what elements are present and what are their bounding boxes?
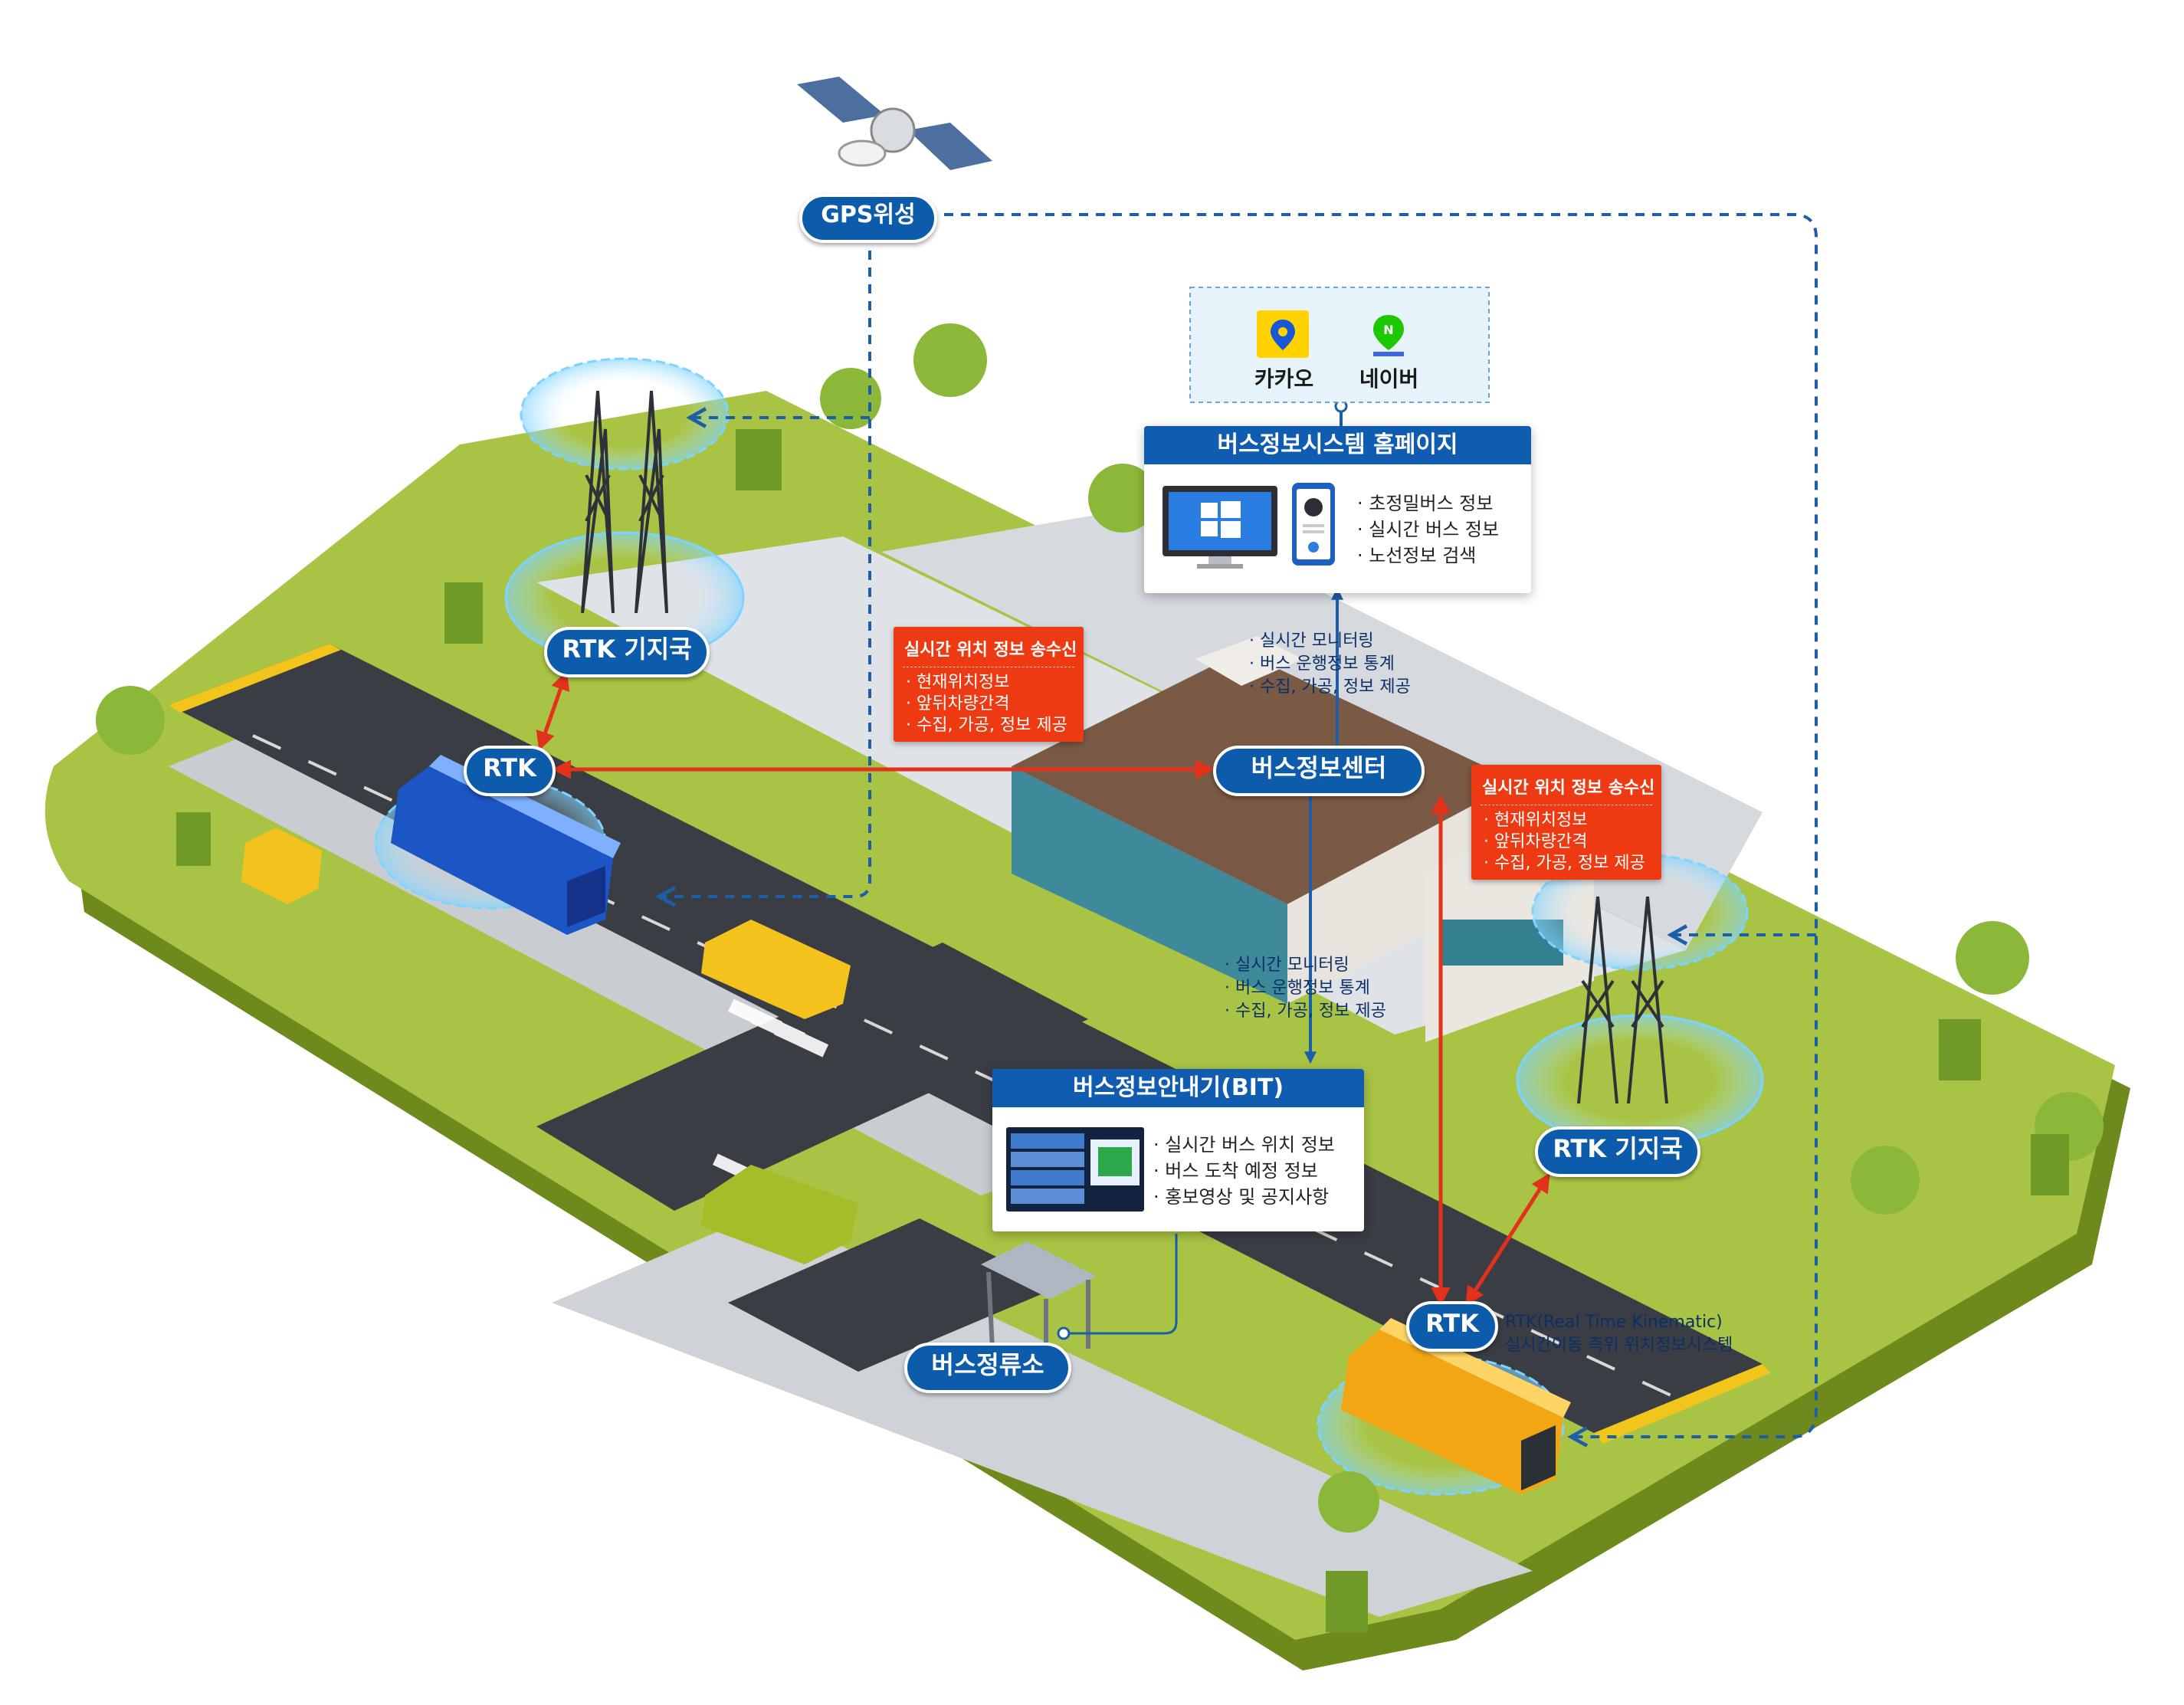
realtime-info-left: 실시간 위치 정보 송수신 현재위치정보 앞뒤차량간격 수집, 가공, 정보 제… — [894, 627, 1084, 742]
homepage-features: 초정밀버스 정보 실시간 버스 정보 노선정보 검색 — [1357, 490, 1499, 569]
svg-text:N: N — [1383, 323, 1393, 337]
bit-feature: 홍보영상 및 공지사항 — [1153, 1184, 1335, 1210]
homepage-feature: 노선정보 검색 — [1357, 543, 1499, 569]
flow-note-item: 실시간 모니터링 — [1249, 630, 1411, 653]
bit-title: 버스정보안내기(BIT) — [992, 1069, 1364, 1107]
kakao-map-icon[interactable] — [1257, 310, 1309, 358]
realtime-info-item: 수집, 가공, 정보 제공 — [894, 715, 1084, 736]
gps-satellite — [797, 77, 992, 170]
flow-note-item: 버스 운행정보 통계 — [1225, 977, 1386, 1000]
center-to-homepage-note: 실시간 모니터링 버스 운행정보 통계 수집, 가공, 정보 제공 — [1249, 630, 1411, 699]
bit-feature: 버스 도착 예정 정보 — [1153, 1158, 1335, 1184]
flow-note-item: 수집, 가공, 정보 제공 — [1225, 1000, 1386, 1023]
smartphone-icon — [1290, 481, 1336, 567]
bit-card: 버스정보안내기(BIT) 실시간 버스 위치 정보 버스 도착 예정 정보 홍보… — [992, 1069, 1364, 1231]
gps-signal-lines — [659, 213, 1818, 1437]
realtime-info-item: 현재위치정보 — [1471, 810, 1661, 831]
flow-note-item: 실시간 모니터링 — [1225, 954, 1386, 977]
realtime-info-item: 현재위치정보 — [894, 672, 1084, 693]
rtk-bus-yellow-label: RTK — [1406, 1301, 1498, 1352]
realtime-info-item: 앞뒤차량간격 — [1471, 831, 1661, 853]
naver-label[interactable]: 네이버 — [1359, 366, 1419, 392]
rtk-definition-line2: 실시간이동 측위 위치정보시스템 — [1505, 1336, 1733, 1355]
flow-note-item: 수집, 가공, 정보 제공 — [1249, 676, 1411, 699]
realtime-info-item: 앞뒤차량간격 — [894, 693, 1084, 715]
flow-note-item: 버스 운행정보 통계 — [1249, 653, 1411, 676]
rtk-link-arrows — [536, 671, 1550, 1307]
bus-info-center-label: 버스정보센터 — [1213, 746, 1425, 796]
monitor-icon — [1163, 486, 1277, 569]
bit-features: 실시간 버스 위치 정보 버스 도착 예정 정보 홍보영상 및 공지사항 — [1153, 1132, 1335, 1210]
rtk-station-right-label: RTK 기지국 — [1535, 1126, 1700, 1177]
trees — [96, 323, 2104, 1632]
app-links-frame — [1189, 287, 1490, 403]
realtime-info-right: 실시간 위치 정보 송수신 현재위치정보 앞뒤차량간격 수집, 가공, 정보 제… — [1471, 765, 1661, 880]
vehicles — [241, 828, 858, 1264]
realtime-info-item: 수집, 가공, 정보 제공 — [1471, 853, 1661, 874]
realtime-info-title: 실시간 위치 정보 송수신 — [1481, 765, 1654, 805]
homepage-card: 버스정보시스템 홈페이지 초정밀버스 정보 실시간 버스 정보 노선정보 검색 — [1144, 426, 1531, 593]
gps-satellite-label: GPS위성 — [799, 194, 937, 243]
bit-display-icon — [1006, 1127, 1144, 1212]
homepage-feature: 초정밀버스 정보 — [1357, 490, 1499, 516]
homepage-feature: 실시간 버스 정보 — [1357, 516, 1499, 543]
rtk-definition-line1: RTK(Real Time Kinematic) — [1505, 1313, 1723, 1332]
center-to-bit-note: 실시간 모니터링 버스 운행정보 통계 수집, 가공, 정보 제공 — [1225, 954, 1386, 1023]
naver-map-icon[interactable]: N — [1363, 310, 1415, 358]
homepage-title: 버스정보시스템 홈페이지 — [1144, 426, 1531, 464]
bit-feature: 실시간 버스 위치 정보 — [1153, 1132, 1335, 1158]
rtk-station-left-label: RTK 기지국 — [544, 627, 710, 677]
kakao-label[interactable]: 카카오 — [1254, 366, 1314, 392]
rtk-bus-blue-label: RTK — [464, 746, 556, 796]
rtk-tower-right — [1516, 853, 1764, 1147]
bus-stop-label: 버스정류소 — [904, 1343, 1071, 1393]
realtime-info-title: 실시간 위치 정보 송수신 — [903, 627, 1077, 667]
